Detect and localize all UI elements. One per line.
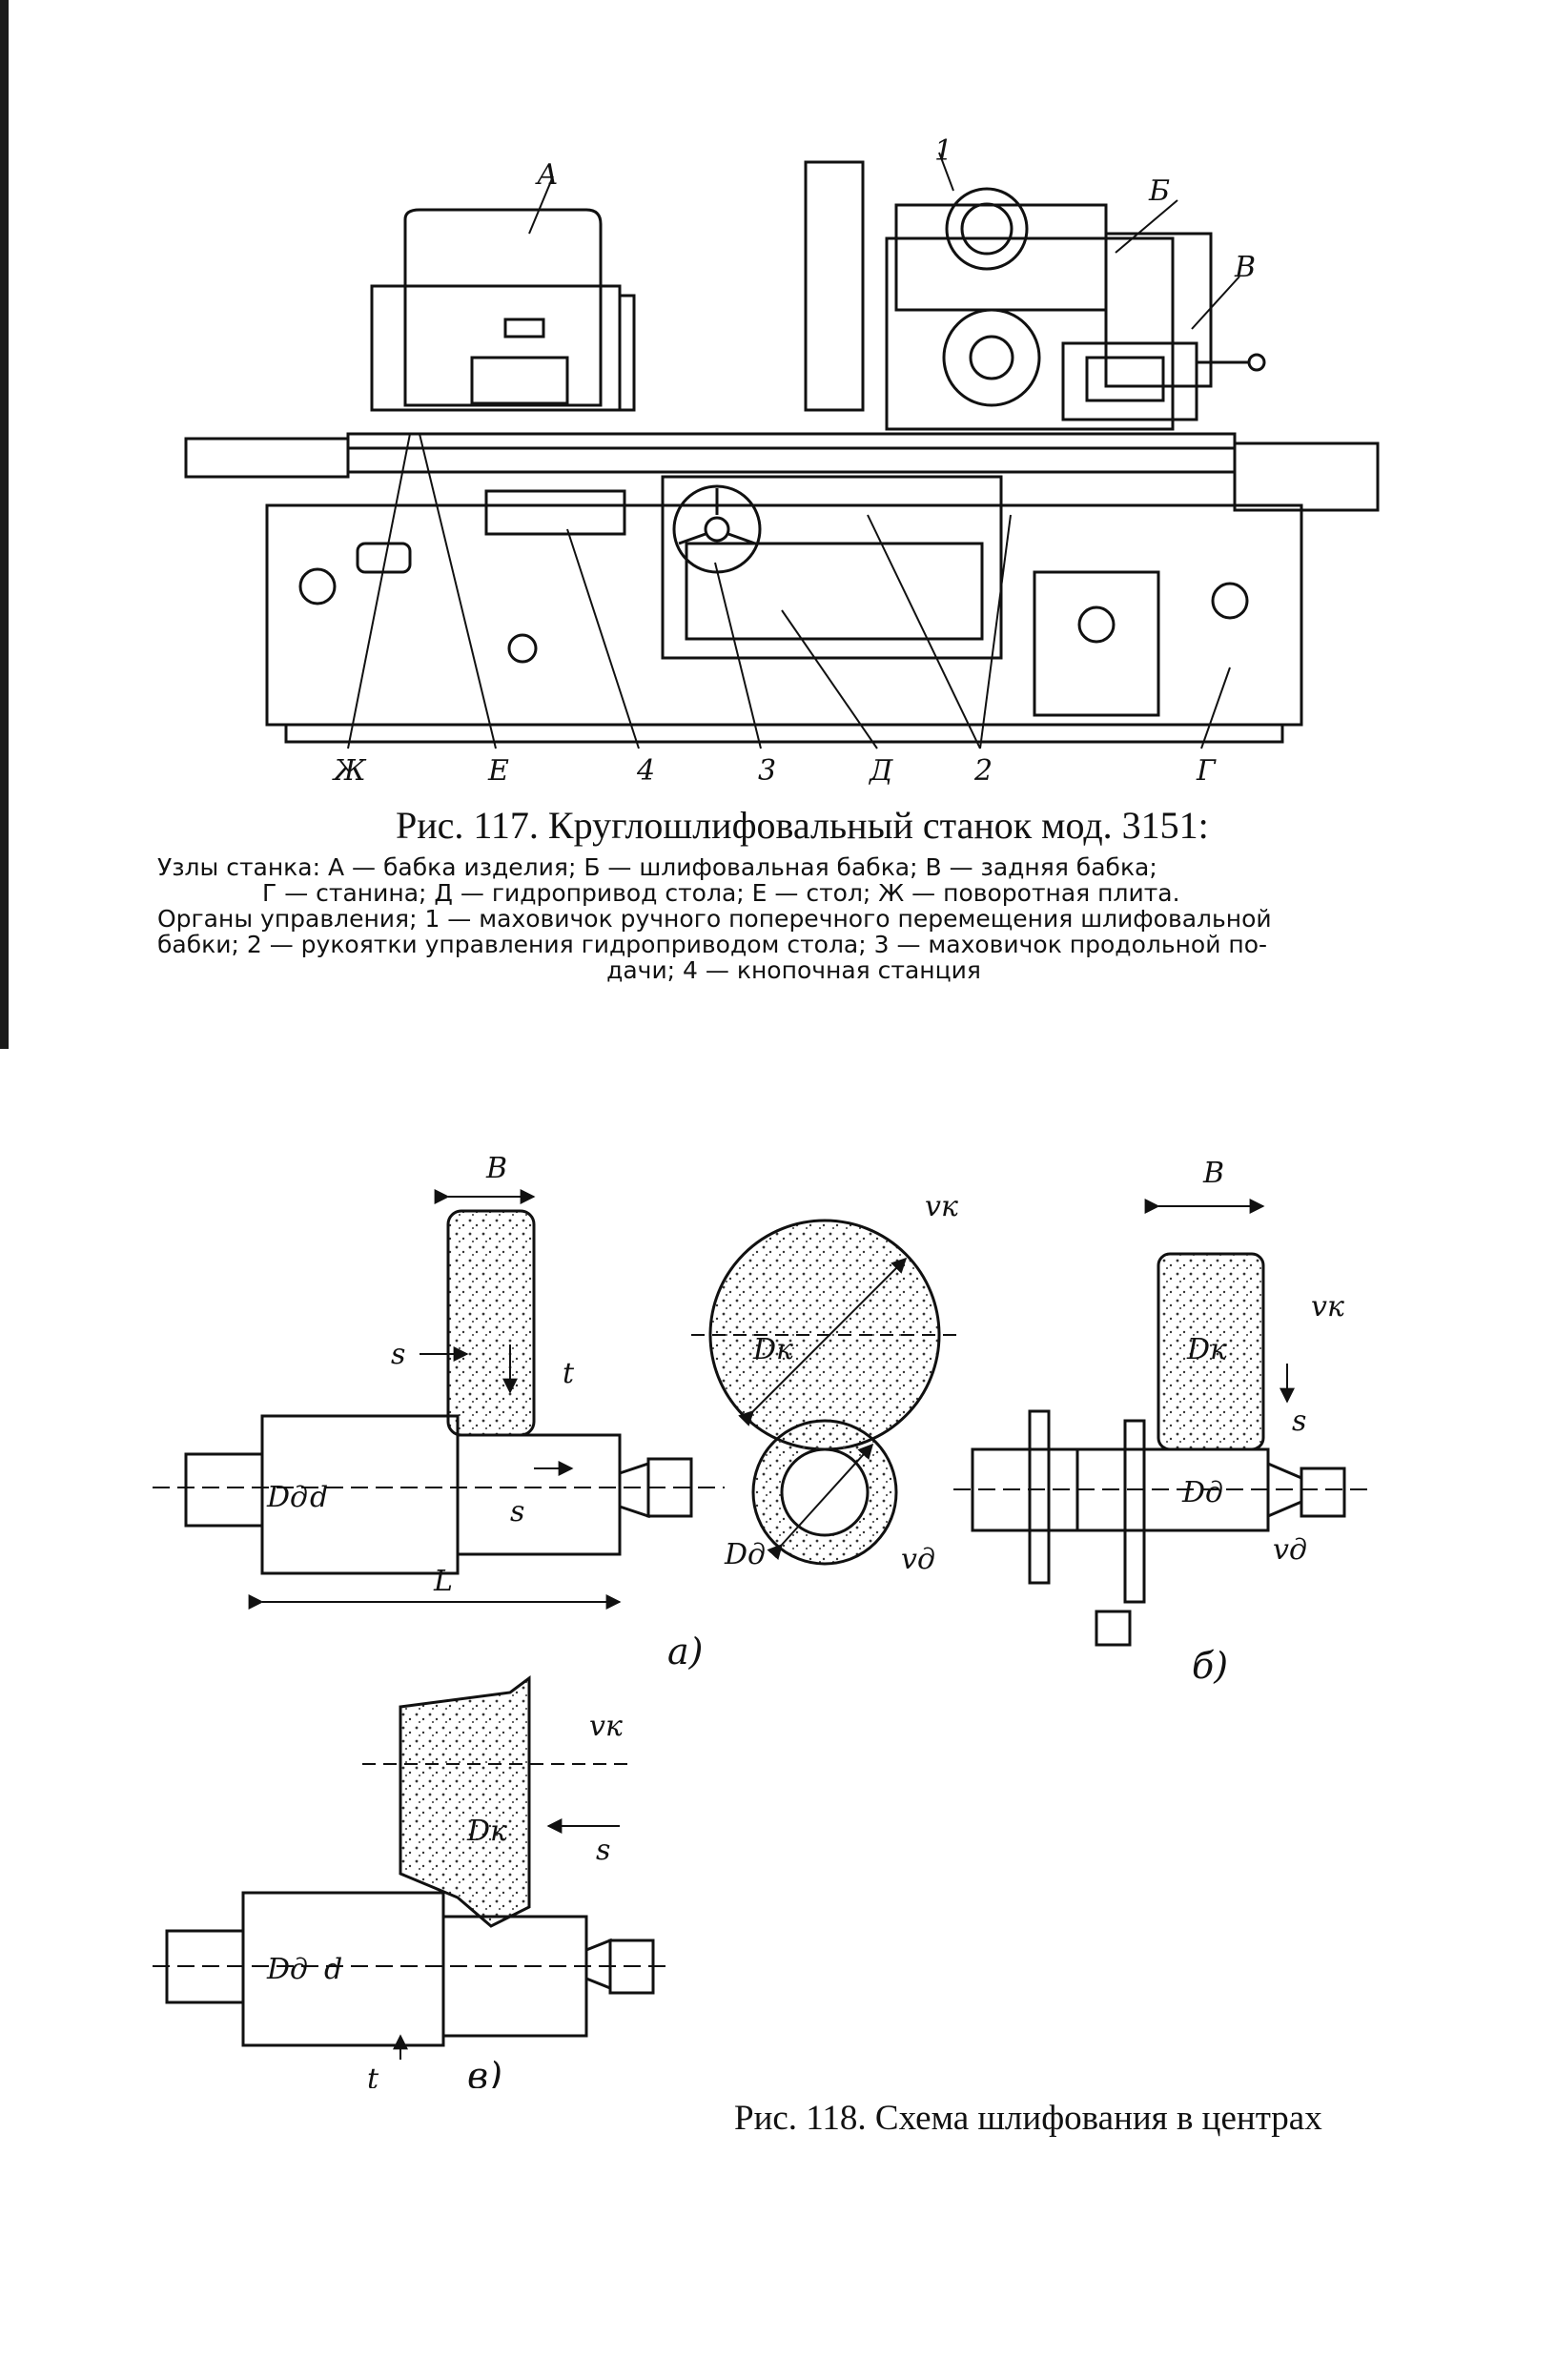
fig117-machine-drawing: А Б В 1 Ж Е 4 3 Д 2 Г [184, 134, 1380, 788]
fig118-a-label-B: B [485, 1152, 507, 1185]
fig118-sublabel-b: б) [1192, 1645, 1228, 1687]
fig118-label-vk: vк [925, 1190, 958, 1223]
fig118-v-label-d: d [324, 1953, 342, 1986]
fig117-label-1: 1 [934, 134, 952, 168]
fig118-label-Dk: Dк [752, 1333, 793, 1366]
fig118-caption: Рис. 118. Схема шлифования в центрах [734, 2099, 1322, 2138]
fig117-legend: Узлы станка: А — бабка изделия; Б — шлиф… [157, 854, 1430, 983]
fig118-v-label-s: s [596, 1834, 610, 1867]
fig117-label-2: 2 [973, 754, 993, 788]
fig117-label-E: Е [487, 754, 509, 788]
fig118-sublabel-v: в) [467, 2055, 502, 2088]
fig118-a-label-Dd: Dд [266, 1481, 308, 1514]
fig118-label-Dd: Dд [724, 1538, 766, 1571]
fig118-v-label-t: t [367, 2062, 379, 2088]
fig118-v-label-Dd: Dд [266, 1953, 308, 1986]
fig118-label-vd: vд [901, 1543, 935, 1576]
fig118-v-label-vk: vк [589, 1710, 623, 1743]
fig118-scheme-a [153, 1189, 725, 1610]
fig118-grinding-schemes: B s t s L d Dд vк Dк Dд vд а) [153, 1152, 1373, 2088]
fig117-label-3: 3 [758, 754, 776, 788]
fig118-a-label-s: s [391, 1338, 405, 1371]
page-spine-shadow [0, 0, 9, 1049]
fig117-label-Zh: Ж [332, 754, 367, 788]
fig117-label-D: Д [868, 754, 893, 788]
fig117-label-V: В [1234, 251, 1256, 284]
fig117-legend-line: Г — станина; Д — гидропривод стола; Е — … [262, 879, 1180, 907]
fig118-wheel-workpiece-view [691, 1219, 958, 1566]
fig117-legend-line: дачи; 4 — кнопочная станция [606, 956, 981, 984]
fig117-legend-line: Узлы станка: А — бабка изделия; Б — шлиф… [157, 853, 1157, 881]
fig118-sublabel-a: а) [667, 1631, 703, 1672]
fig117-caption: Рис. 117. Круглошлифовальный станок мод.… [396, 804, 1209, 847]
fig118-a-label-d: d [310, 1481, 328, 1514]
fig117-label-G: Г [1196, 754, 1217, 788]
fig118-b-label-s: s [1292, 1405, 1306, 1438]
fig117-legend-line: Органы управления; 1 — маховичок ручного… [157, 905, 1272, 933]
fig118-b-label-vk: vк [1311, 1290, 1344, 1323]
fig117-label-A: А [535, 158, 559, 192]
fig118-a-label-s2: s [510, 1495, 524, 1529]
fig118-a-label-L: L [433, 1565, 453, 1598]
fig118-scheme-v [153, 1675, 667, 2060]
fig118-v-label-Dk: Dк [466, 1815, 507, 1848]
fig118-scheme-b [953, 1199, 1373, 1647]
fig118-a-label-t: t [563, 1357, 575, 1390]
fig117-label-4: 4 [636, 754, 655, 788]
fig118-b-label-Dd: Dд [1181, 1476, 1223, 1509]
fig118-b-label-Dk: Dк [1186, 1333, 1227, 1366]
fig117-label-B: Б [1148, 174, 1170, 208]
fig117-legend-line: бабки; 2 — рукоятки управления гидроприв… [157, 931, 1268, 958]
fig118-b-label-B: B [1202, 1157, 1224, 1190]
fig118-b-label-vd: vд [1273, 1533, 1307, 1567]
